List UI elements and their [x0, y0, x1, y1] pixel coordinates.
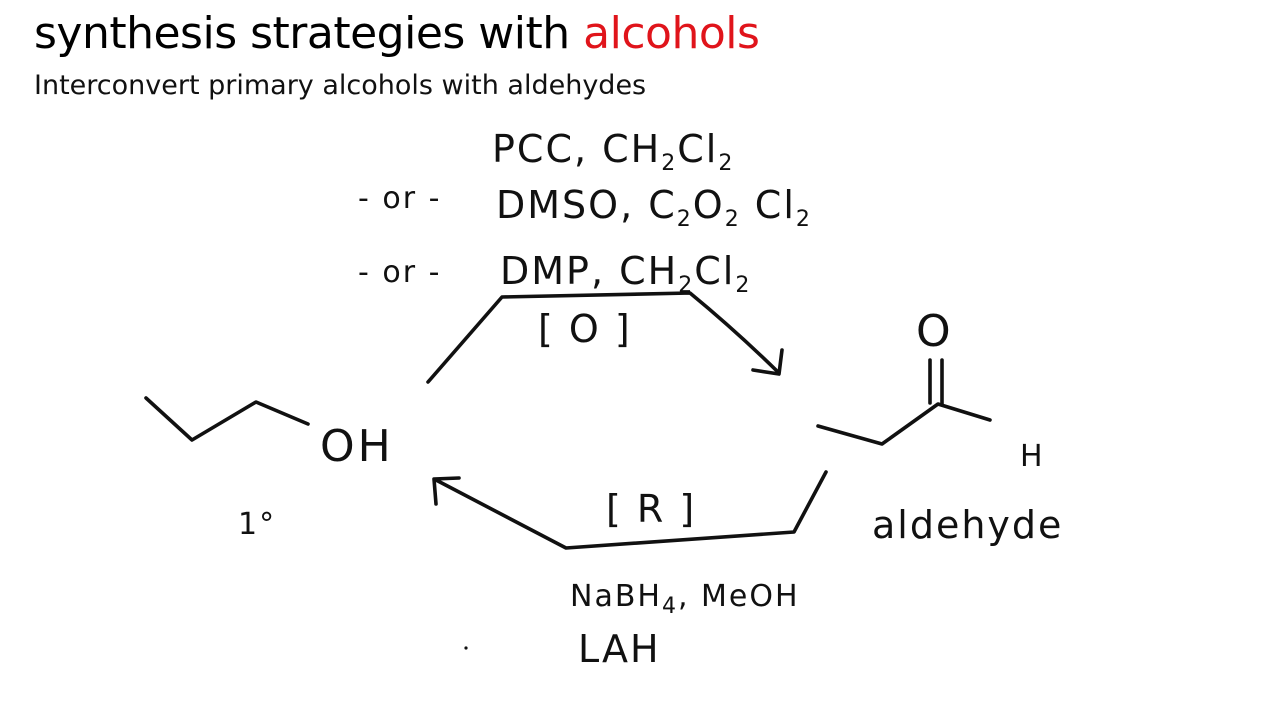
slide-title: synthesis strategies with alcohols — [34, 8, 760, 59]
reduction-reagent-lah: LAH — [578, 627, 661, 671]
oxidation-reagent-dmp: DMP, CH2Cl2 — [500, 249, 751, 298]
carbonyl-double-bond — [928, 358, 944, 407]
reduction-arrowhead — [432, 476, 461, 506]
ink-dot — [464, 646, 468, 650]
oxidation-arrowhead — [751, 348, 784, 376]
reduction-label: [ R ] — [606, 487, 696, 531]
aldehyde-name-label: aldehyde — [872, 503, 1063, 547]
slide-title-text: synthesis strategies with — [34, 8, 584, 59]
or-separator-2: - or - — [358, 255, 441, 290]
aldehyde-skeleton — [816, 402, 992, 446]
reduction-arrow — [434, 470, 828, 550]
aldehyde-hydrogen-label: H — [1020, 439, 1045, 474]
primary-degree-label: 1° — [238, 507, 276, 542]
oxidation-arrow — [426, 291, 780, 384]
oxidation-label: [ O ] — [538, 307, 632, 351]
slide-subtitle: Interconvert primary alcohols with aldeh… — [34, 70, 647, 101]
slide-title-highlight: alcohols — [583, 8, 760, 59]
oxidation-reagent-swern: DMSO, C2O2 Cl2 — [496, 183, 812, 232]
alcohol-skeleton — [144, 396, 310, 442]
or-separator-1: - or - — [358, 181, 441, 216]
alcohol-oh-label: OH — [320, 421, 394, 472]
oxidation-reagent-pcc: PCC, CH2Cl2 — [492, 127, 734, 176]
reduction-reagent-nabh4: NaBH4, MeOH — [570, 579, 800, 619]
aldehyde-oxygen-label: O — [916, 306, 954, 357]
